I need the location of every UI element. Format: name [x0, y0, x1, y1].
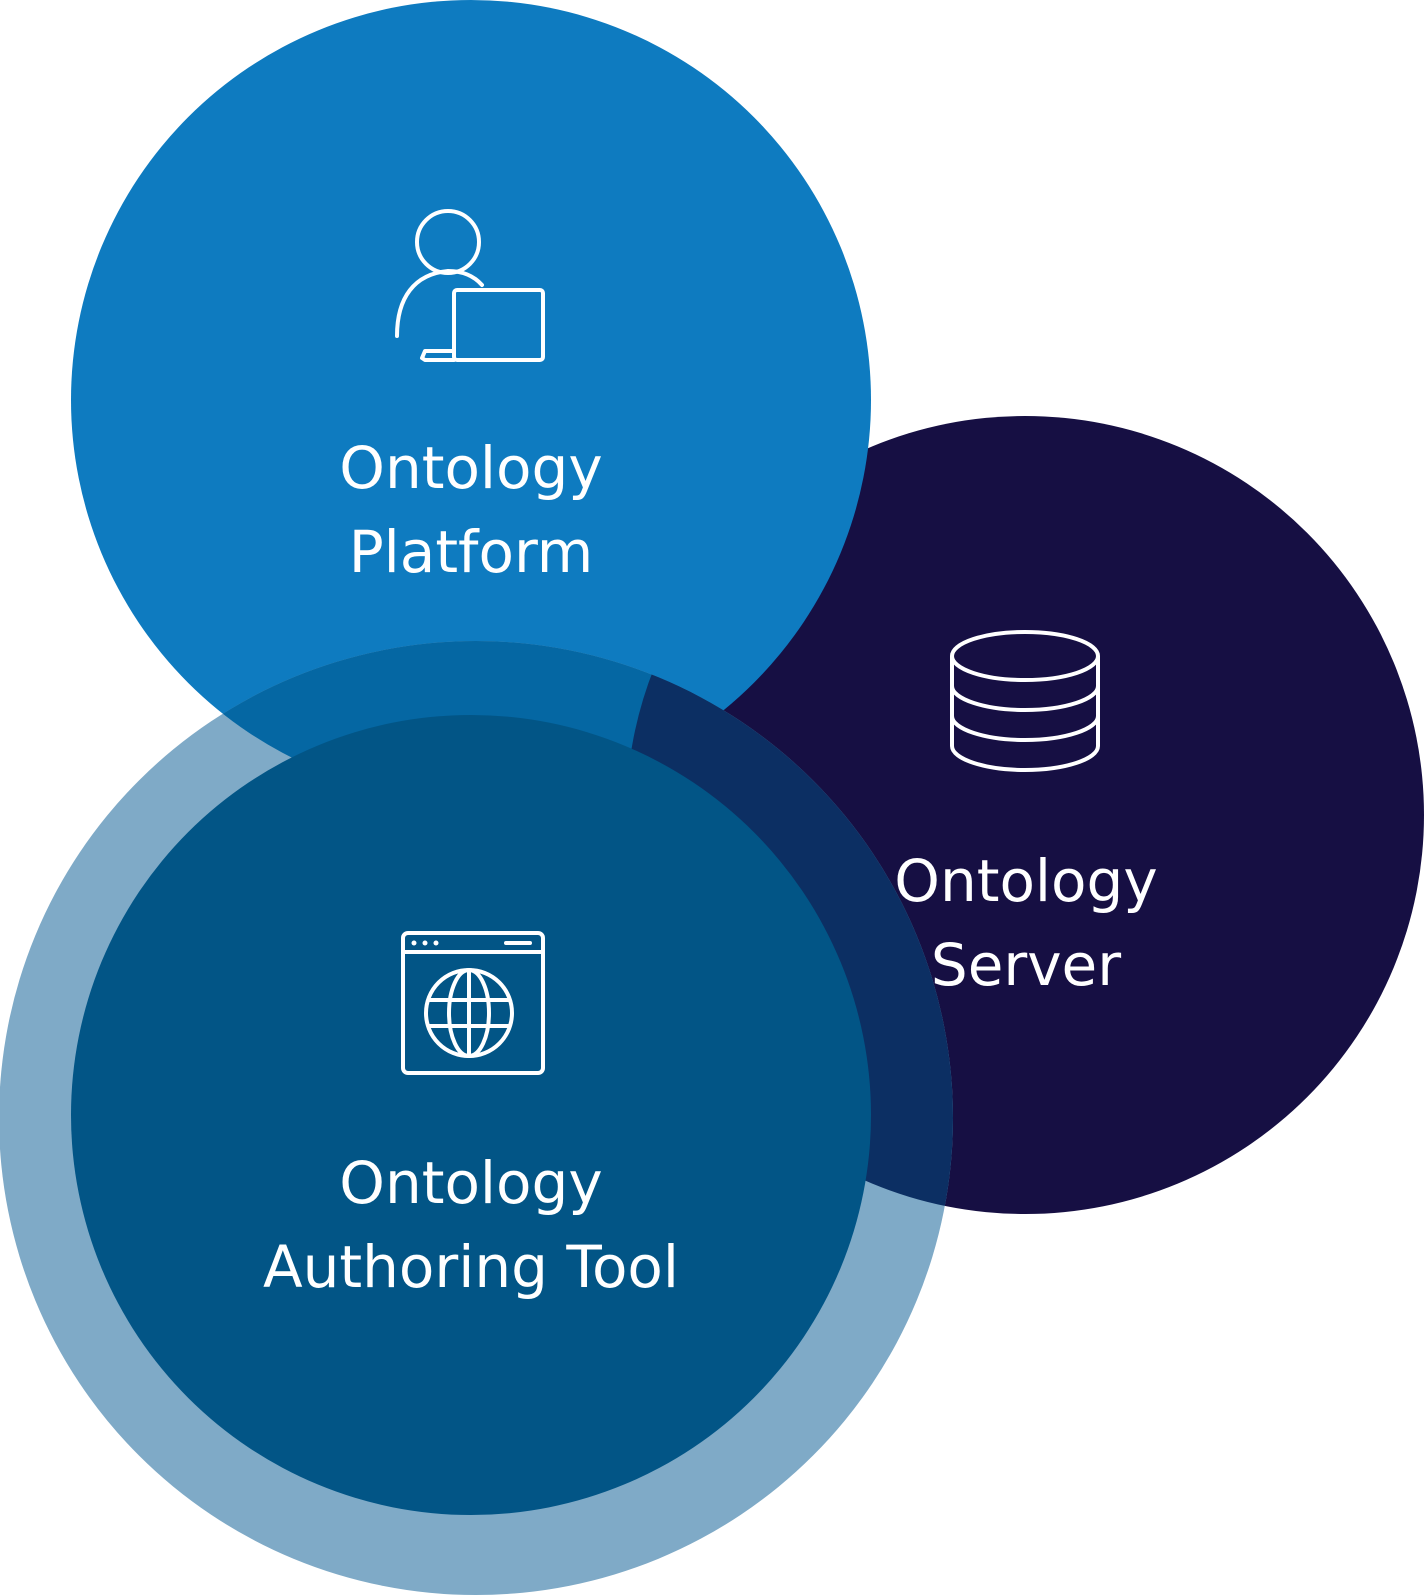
server-label: Ontology Server: [776, 839, 1276, 1007]
user-laptop-icon: [395, 209, 545, 362]
platform-label-line1: Ontology: [339, 434, 603, 502]
platform-circle: [71, 0, 871, 800]
server-label-line1: Ontology: [894, 847, 1158, 915]
server-label-line2: Server: [930, 931, 1122, 999]
authoring-inner-circle: [71, 715, 871, 1515]
database-icon: [950, 630, 1100, 773]
platform-label-line2: Platform: [348, 518, 594, 586]
platform-label: Ontology Platform: [221, 426, 721, 594]
authoring-label: Ontology Authoring Tool: [171, 1141, 771, 1309]
browser-globe-icon: [401, 931, 545, 1075]
authoring-label-line2: Authoring Tool: [262, 1233, 680, 1301]
authoring-label-line1: Ontology: [339, 1149, 603, 1217]
